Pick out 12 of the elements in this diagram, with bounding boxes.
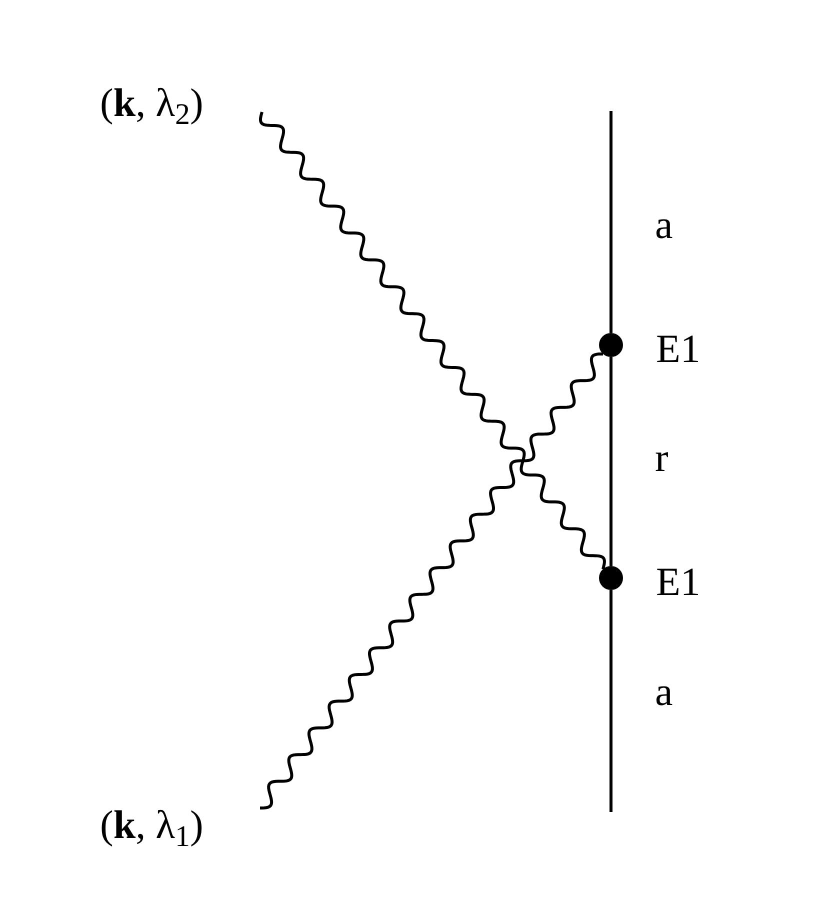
line [610,590,612,812]
wavy-line [260,352,604,810]
vertex-label: E1 [656,329,700,369]
wavy-line [258,112,606,570]
edge-label: a [655,672,673,712]
line [610,111,612,333]
edge-label: a [655,205,673,245]
edge-label: r [655,438,668,478]
momentum-label: (k, λ$_{1}$) [100,805,204,845]
line [610,357,612,566]
momentum-label: (k, λ$_{2}$) [100,83,204,123]
vertex-label: E1 [656,562,700,602]
